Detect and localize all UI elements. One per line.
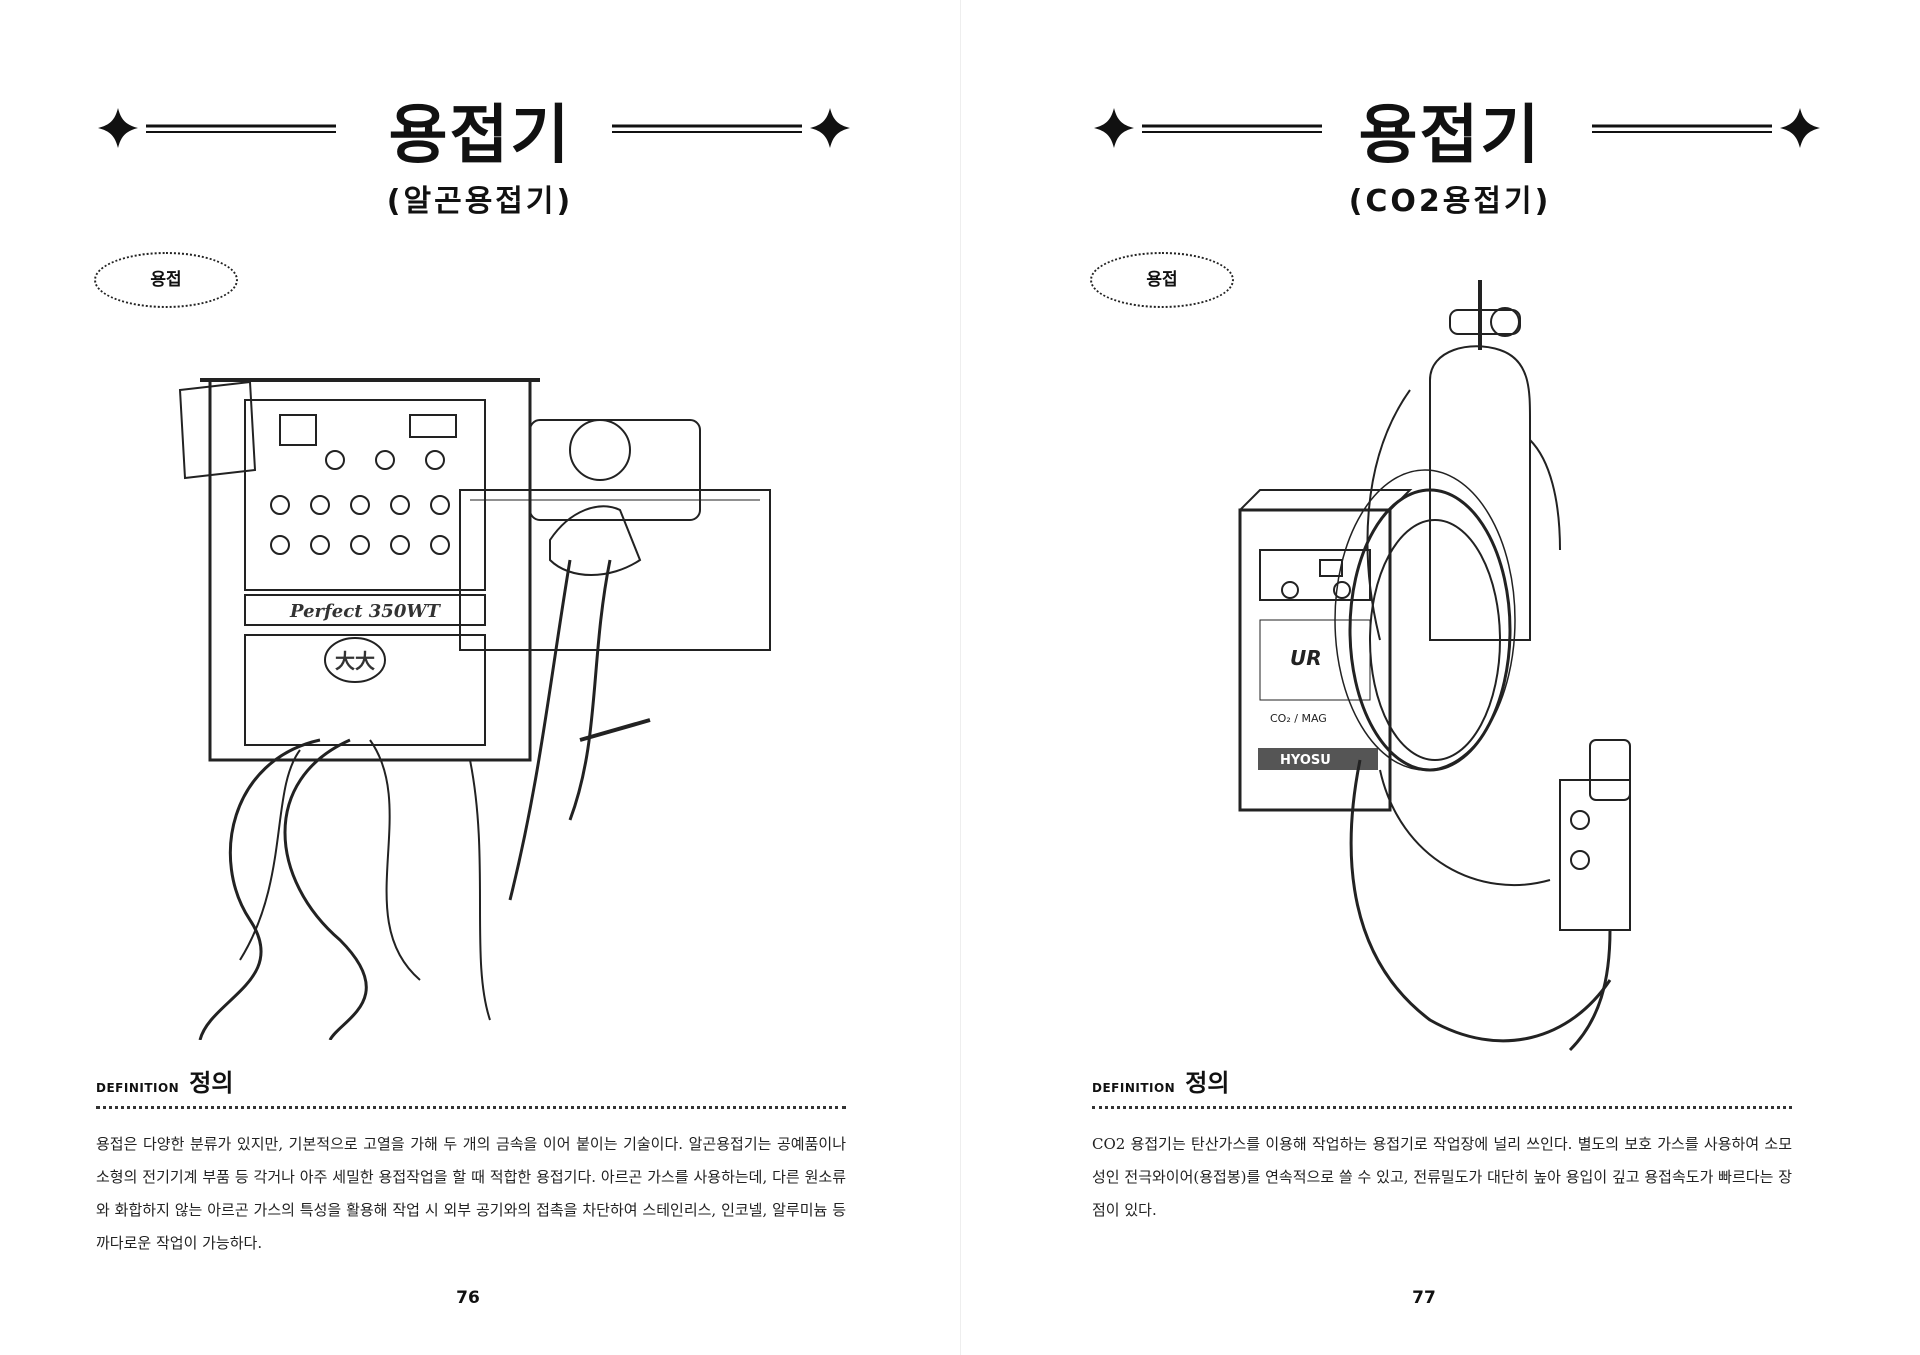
page-title: 용접기 [388,99,572,173]
title-rule-left [1142,124,1322,133]
ornament-left-icon [1094,108,1134,148]
definition-label-ko: 정의 [1185,1069,1230,1097]
ornament-right-icon [1780,108,1820,148]
brand-plate [1258,748,1378,770]
page-title: 용접기 [1358,99,1542,173]
page-subtitle: (알곤용접기) [386,184,574,219]
definition-label-en: DEFINITION [96,1081,180,1095]
definition-divider [1092,1106,1792,1109]
page-right: 용접기 (CO2용접기) 용접 UR [960,0,1920,1355]
machine-label-ur: UR [1290,646,1322,670]
machine-label-brand: HYOSU [1280,753,1331,768]
title-rule-left [146,124,336,133]
category-tag: 용접 [94,252,238,308]
co2-welder-illustration: UR CO₂ / MAG HYOSU [1238,280,1631,1052]
machine-label: Perfect 350WT [289,601,442,622]
title-rule-right [1592,124,1772,133]
definition-label-en: DEFINITION [1092,1081,1176,1095]
title-rule-right [612,124,802,133]
page-number: 77 [1412,1288,1436,1308]
machine-label-co2: CO₂ / MAG [1270,712,1327,725]
ornament-left-icon [98,108,138,148]
machine-logo: 大大 [335,649,375,673]
title-row: 용접기 [960,96,1920,176]
page-subtitle: (CO2용접기) [1348,184,1552,219]
category-tag: 용접 [1090,252,1234,308]
page-number: 76 [456,1288,480,1308]
ornament-right-icon [810,108,850,148]
definition-text: 용접은 다양한 분류가 있지만, 기본적으로 고열을 가해 두 개의 금속을 이… [96,1135,846,1252]
definition-divider [96,1106,846,1109]
argon-welder-illustration: Perfect 350WT 大大 [178,378,771,1040]
definition-text: CO2 용접기는 탄산가스를 이용해 작업하는 용접기로 작업장에 널리 쓰인다… [1092,1135,1792,1219]
definition-heading: DEFINITION 정의 [96,1068,233,1098]
title-row: 용접기 [0,96,960,176]
definition-label-ko: 정의 [189,1069,234,1097]
page-left: 용접기 (알곤용접기) 용접 [0,96,960,1308]
definition-heading: DEFINITION 정의 [1092,1068,1229,1098]
